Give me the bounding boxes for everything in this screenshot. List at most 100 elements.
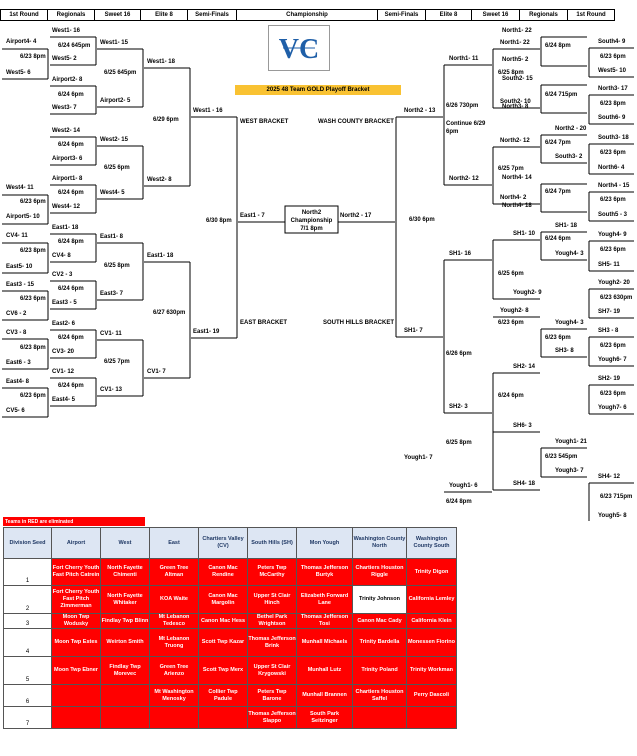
right-fin-label: North2 - 17 bbox=[340, 213, 372, 219]
right-s16-label: SH6- 3 bbox=[513, 423, 532, 429]
south-hills-bracket-label: SOUTH HILLS BRACKET bbox=[323, 320, 394, 326]
header-10: 1st Round bbox=[567, 9, 615, 21]
team-cell: Trinity Johnson bbox=[352, 585, 407, 614]
team-cell: Moon Twp Estes bbox=[51, 628, 101, 657]
team-cell: Elizabeth Forward Lane bbox=[296, 585, 353, 614]
right-r1-label: SH5- 11 bbox=[598, 262, 620, 268]
left-s16d-label: 6/25 8pm bbox=[104, 263, 130, 269]
right-e8d-label: 6/26 6pm bbox=[446, 351, 472, 357]
left-r1d-label: 6/23 8pm bbox=[20, 248, 46, 254]
team-cell: Trinity Poland bbox=[352, 656, 407, 685]
right-r1-label: South3- 18 bbox=[598, 135, 629, 141]
left-r1-label: CV4- 11 bbox=[6, 233, 28, 239]
left-e8-label: CV1- 7 bbox=[147, 369, 166, 375]
left-r2-label: West1- 16 bbox=[52, 28, 81, 34]
left-r2-label: East3 - 5 bbox=[52, 300, 77, 306]
left-r2d-label: 6/24 6pm bbox=[58, 92, 84, 98]
left-r1-label: East4- 8 bbox=[6, 379, 30, 385]
team-cell: Canon Mac Hess bbox=[198, 613, 248, 629]
team-cell: Trinity Workman bbox=[406, 656, 457, 685]
left-r2d-label: 6/24 6pm bbox=[58, 335, 84, 341]
right-r2-label: South3- 2 bbox=[555, 154, 583, 160]
left-s16-label: CV1- 11 bbox=[100, 331, 122, 337]
left-r1d-label: 6/23 8pm bbox=[20, 345, 46, 351]
team-cell bbox=[51, 684, 101, 707]
left-r1d-label: 6/23 8pm bbox=[20, 54, 46, 60]
right-r1-label: Yough5- 8 bbox=[598, 513, 627, 519]
left-r1-label: CV3 - 8 bbox=[6, 330, 27, 336]
right-r1-label: Yough7- 6 bbox=[598, 405, 627, 411]
team-cell: North Fayette Whitaker bbox=[100, 585, 150, 614]
team-cell: Fort Cherry Youth Fast Pitch Zimmerman bbox=[51, 585, 101, 614]
championship-title: Championship bbox=[291, 218, 333, 224]
right-r1d-label: 6/23 8pm bbox=[600, 101, 626, 107]
left-r2-label: West5- 2 bbox=[52, 56, 77, 62]
championship-date: 7/1 8pm bbox=[300, 226, 322, 232]
right-r2-label: North2 - 20 bbox=[555, 126, 587, 132]
right-s16-label: SH2- 14 bbox=[513, 364, 536, 370]
seed-number: 3 bbox=[3, 613, 52, 629]
seed-table-col-4: Chartiers Valley (CV) bbox=[198, 527, 248, 559]
left-r1-label: East6 - 3 bbox=[6, 360, 31, 366]
left-r1d-label: 6/23 6pm bbox=[20, 199, 46, 205]
team-cell: Mt Washington Menosky bbox=[149, 684, 199, 707]
right-r2-label: North3- 8 bbox=[502, 104, 529, 110]
right-s16d-label: 6/23 6pm bbox=[498, 320, 524, 326]
seed-table-col-7: Washington County North bbox=[352, 527, 407, 559]
right-r1-label: Yough2- 20 bbox=[598, 280, 631, 286]
team-cell bbox=[149, 706, 199, 729]
left-r1-label: West5- 6 bbox=[6, 70, 31, 76]
team-cell: KOA Waite bbox=[149, 585, 199, 614]
right-e8d-label: 6pm bbox=[446, 129, 458, 135]
seed-table-col-8: Washington County South bbox=[406, 527, 457, 559]
seed-table-col-3: East bbox=[149, 527, 199, 559]
left-sf-label: East1- 19 bbox=[193, 329, 220, 335]
left-r2-label: CV4- 8 bbox=[52, 253, 71, 259]
right-s16d-label: 6/24 6pm bbox=[498, 393, 524, 399]
left-s16d-label: 6/25 7pm bbox=[104, 359, 130, 365]
team-cell: Thomas Jefferson Tosi bbox=[296, 613, 353, 629]
seed-number: 1 bbox=[3, 558, 52, 586]
left-r2-label: East1- 18 bbox=[52, 225, 79, 231]
team-cell: California Lemley bbox=[406, 585, 457, 614]
seed-table-col-2: West bbox=[100, 527, 150, 559]
right-r2-label: Yough3- 7 bbox=[555, 468, 584, 474]
right-r2-label: Yough1- 21 bbox=[555, 439, 588, 445]
team-cell: Upper St Clair Hinch bbox=[247, 585, 297, 614]
right-sf-label: North2 - 13 bbox=[404, 108, 436, 114]
header-1: Regionals bbox=[47, 9, 95, 21]
right-r2-label: South2- 15 bbox=[502, 76, 533, 82]
seed-table-col-1: Airport bbox=[51, 527, 101, 559]
right-r1-label: Yough6- 7 bbox=[598, 357, 627, 363]
team-cell: Thomas Jefferson Slappo bbox=[247, 706, 297, 729]
right-r1-label: South6- 9 bbox=[598, 115, 626, 121]
header-5: Championship bbox=[236, 9, 378, 21]
right-r2-label: North1- 22 bbox=[502, 28, 532, 34]
right-e8d-label: 6/24 8pm bbox=[446, 499, 472, 505]
right-sf-label: Yough1- 7 bbox=[404, 455, 433, 461]
team-cell bbox=[352, 706, 407, 729]
left-r2-label: Airport1- 8 bbox=[52, 176, 83, 182]
team-cell: Munhall Brannen bbox=[296, 684, 353, 707]
left-r2-label: Airport2- 8 bbox=[52, 77, 83, 83]
league-logo: VC bbox=[268, 25, 330, 71]
seed-number: 2 bbox=[3, 585, 52, 614]
left-e8-label: East1- 18 bbox=[147, 253, 174, 259]
team-cell: Weirton Smith bbox=[100, 628, 150, 657]
championship-team: North2 bbox=[302, 210, 322, 216]
seed-number: 5 bbox=[3, 656, 52, 685]
team-cell: North Fayette Chimenti bbox=[100, 558, 150, 586]
right-r2-label: North4- 18 bbox=[502, 203, 532, 209]
left-r2d-label: 6/24 645pm bbox=[58, 43, 90, 49]
left-r2-label: West3- 7 bbox=[52, 105, 77, 111]
wash-county-bracket-label: WASH COUNTY BRACKET bbox=[318, 119, 394, 125]
right-s16-label: SH4- 18 bbox=[513, 481, 536, 487]
right-r1-label: West5- 10 bbox=[598, 68, 627, 74]
right-s16-label: North4- 2 bbox=[500, 195, 527, 201]
east-bracket-label: EAST BRACKET bbox=[240, 320, 287, 326]
left-s16-label: CV1- 13 bbox=[100, 387, 123, 393]
right-r2-label: North5- 2 bbox=[502, 57, 529, 63]
